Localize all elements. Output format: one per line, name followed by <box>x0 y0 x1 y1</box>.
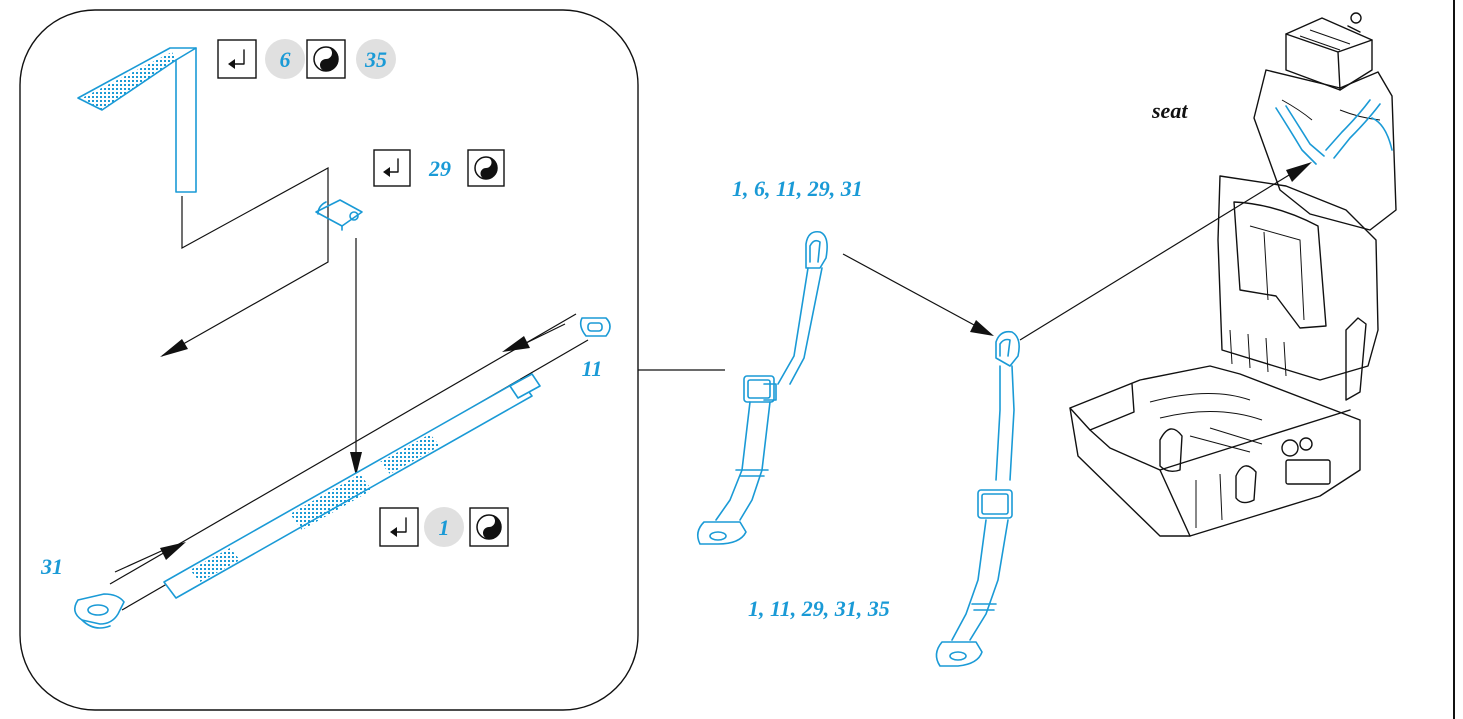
part-number-35: 35 <box>364 47 387 72</box>
fold-icon <box>217 39 257 79</box>
ejection-seat-illustration <box>1069 12 1397 537</box>
belt-lower-label: 1, 11, 29, 31, 35 <box>748 596 890 621</box>
leader-to-seat <box>1019 171 1295 341</box>
part-number-badge-1 <box>424 507 464 547</box>
fold-icon <box>373 149 411 187</box>
belt-upper-label: 1, 6, 11, 29, 31 <box>732 176 863 201</box>
assembled-belt-lower <box>935 330 1020 667</box>
fold-icon <box>379 507 419 547</box>
paint-icon <box>306 39 346 79</box>
paint-icon <box>469 507 509 547</box>
part-number-badge-6 <box>265 39 305 79</box>
arrow-to-belt-bottom <box>114 547 169 573</box>
detail-panel-frame <box>19 9 639 711</box>
part-number-badge-35 <box>356 39 396 79</box>
step-b-instructions: 29 <box>373 149 505 187</box>
leader-line-a <box>161 166 329 357</box>
paint-icon <box>467 149 505 187</box>
assembled-belt-upper <box>696 230 828 545</box>
part-label-31: 31 <box>40 554 63 579</box>
arrow-to-belt-top <box>519 323 566 347</box>
step-a-instructions: 6 35 <box>217 39 396 79</box>
step-a-strap-part <box>77 47 197 193</box>
step-c-instructions: 1 <box>379 507 509 547</box>
part-number-6: 6 <box>280 47 291 72</box>
part-number-1: 1 <box>439 515 450 540</box>
part-number-29: 29 <box>428 156 451 181</box>
part-label-11: 11 <box>582 356 603 381</box>
main-belt-part <box>74 313 611 629</box>
seat-label: seat <box>1151 98 1188 123</box>
step-b-buckle-part <box>315 199 363 231</box>
arrow-belt-to-belt <box>842 253 977 327</box>
